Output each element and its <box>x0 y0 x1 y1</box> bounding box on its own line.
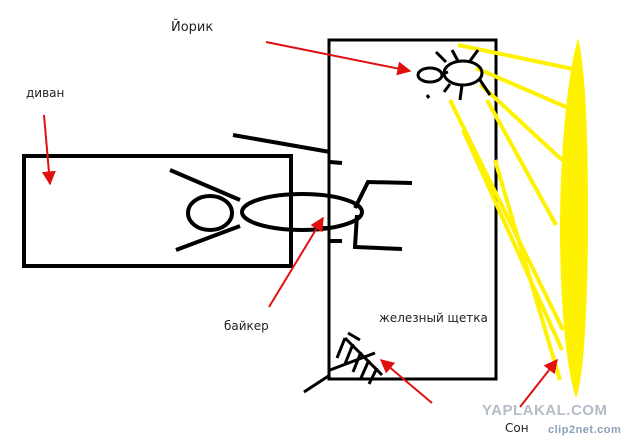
watermark-yaplakal: YAPLAKAL.COM <box>482 402 608 419</box>
arrow-divan <box>41 114 56 186</box>
door-rectangle <box>327 38 498 381</box>
label-biker: байкер <box>224 319 269 333</box>
brush-figure <box>303 331 384 394</box>
biker-figure <box>169 133 413 252</box>
label-divan: диван <box>26 86 65 100</box>
arrow-sun <box>519 358 558 408</box>
label-yorik: Йорик <box>171 20 214 35</box>
sun-shape <box>560 38 588 398</box>
sofa-rectangle <box>22 154 293 268</box>
arrow-brush <box>379 359 433 404</box>
yorik-figure <box>416 49 492 101</box>
arrow-yorik <box>265 41 412 76</box>
label-brush: железный щетка <box>379 311 488 325</box>
arrow-biker <box>268 216 324 308</box>
label-sun: Сон <box>505 421 529 435</box>
sun-rays <box>448 43 579 381</box>
watermark-clip2net: clip2net.com <box>548 424 622 436</box>
